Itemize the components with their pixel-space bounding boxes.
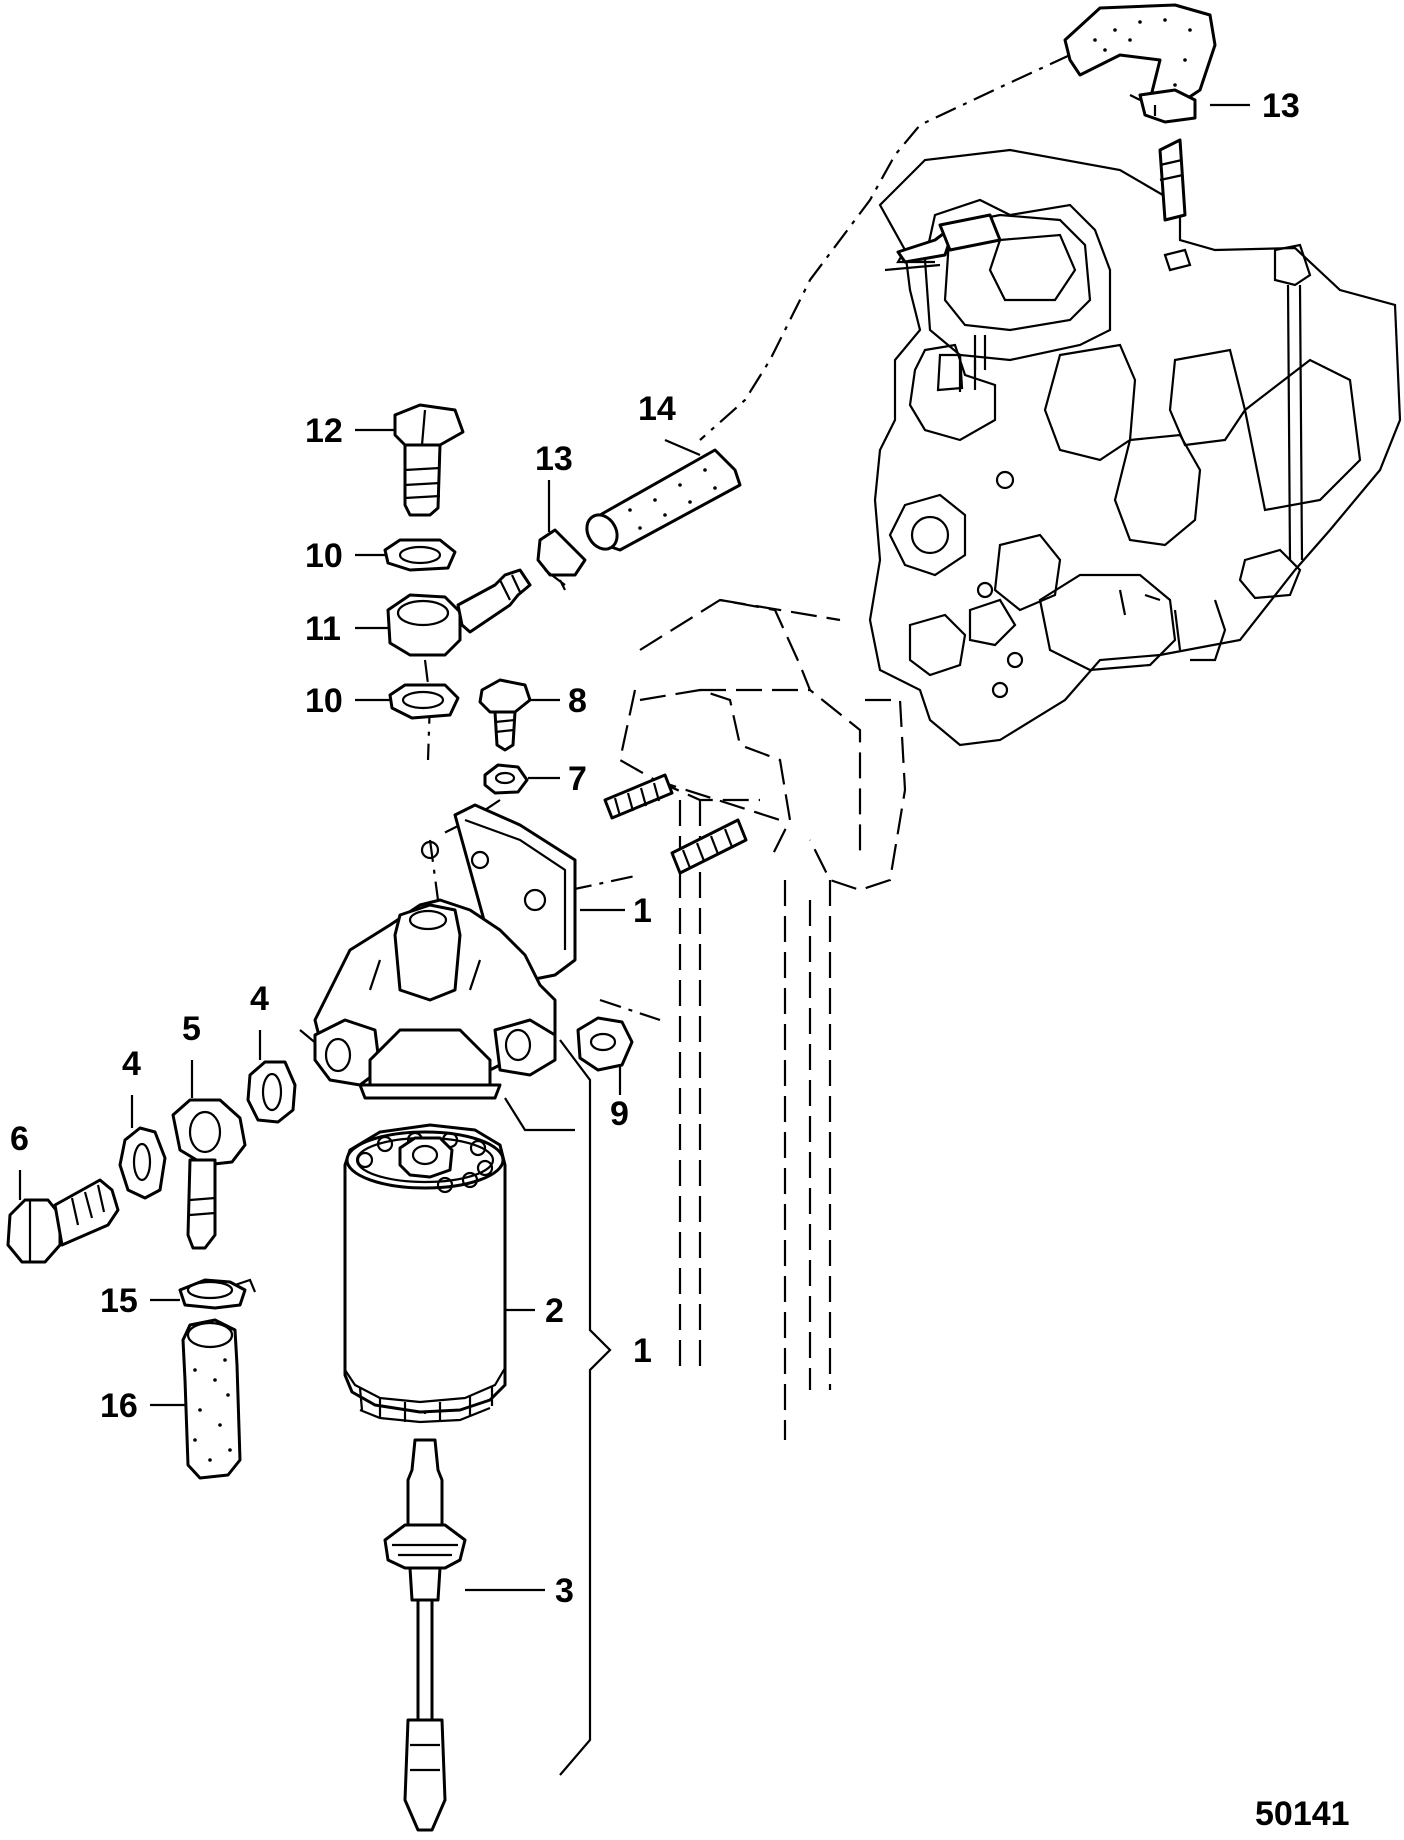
washer-7 <box>483 763 529 795</box>
callout-8: 8 <box>568 682 587 720</box>
callout-9: 9 <box>610 1095 629 1133</box>
callout-4-left: 4 <box>122 1045 141 1083</box>
leader-lines <box>18 103 1250 1776</box>
banjo-fitting-11 <box>386 568 532 657</box>
drain-valve-3 <box>383 1438 467 1832</box>
callout-10-bottom: 10 <box>305 682 343 720</box>
callout-15: 15 <box>100 1282 138 1320</box>
filter-head-bracket <box>313 803 577 1100</box>
callout-7: 7 <box>568 760 587 798</box>
figure-number: 50141 <box>1255 1795 1350 1833</box>
callout-14: 14 <box>638 390 676 428</box>
sealing-washer-4-right <box>246 1060 297 1124</box>
callout-4-right: 4 <box>250 980 269 1018</box>
return-hose-top <box>1063 3 1217 124</box>
callout-6: 6 <box>10 1120 29 1158</box>
sealing-washer-10-bottom <box>388 683 460 720</box>
callout-10-top: 10 <box>305 537 343 575</box>
callout-13-mid: 13 <box>535 440 573 478</box>
callout-1-brace: 1 <box>633 1332 652 1370</box>
injection-pump-assembly <box>868 138 1402 747</box>
clamp-13-mid <box>536 528 587 591</box>
hose-16 <box>181 1318 242 1480</box>
banjo-bolt-6 <box>6 1178 120 1264</box>
nut-9 <box>576 1016 634 1072</box>
filter-element-2 <box>343 1123 507 1424</box>
callout-5: 5 <box>182 1010 201 1048</box>
callout-3: 3 <box>555 1572 574 1610</box>
banjo-fitting-5 <box>171 1098 247 1250</box>
callout-1-top: 1 <box>633 892 652 930</box>
callout-12: 12 <box>305 412 343 450</box>
callout-2: 2 <box>545 1292 564 1330</box>
callout-13-top: 13 <box>1262 87 1300 125</box>
sealing-washer-10-top <box>383 538 457 572</box>
callout-labels: 13 14 12 13 10 11 10 8 7 1 4 5 4 6 9 15 … <box>10 87 1300 1610</box>
engine-block-phantom <box>603 598 907 1440</box>
callout-11: 11 <box>305 610 341 648</box>
sealing-washer-4-left <box>118 1126 167 1200</box>
clamp-15 <box>178 1278 257 1310</box>
hose-14 <box>585 448 742 552</box>
bolt-8 <box>478 678 532 752</box>
banjo-bolt-12 <box>393 403 465 517</box>
callout-16: 16 <box>100 1387 138 1425</box>
